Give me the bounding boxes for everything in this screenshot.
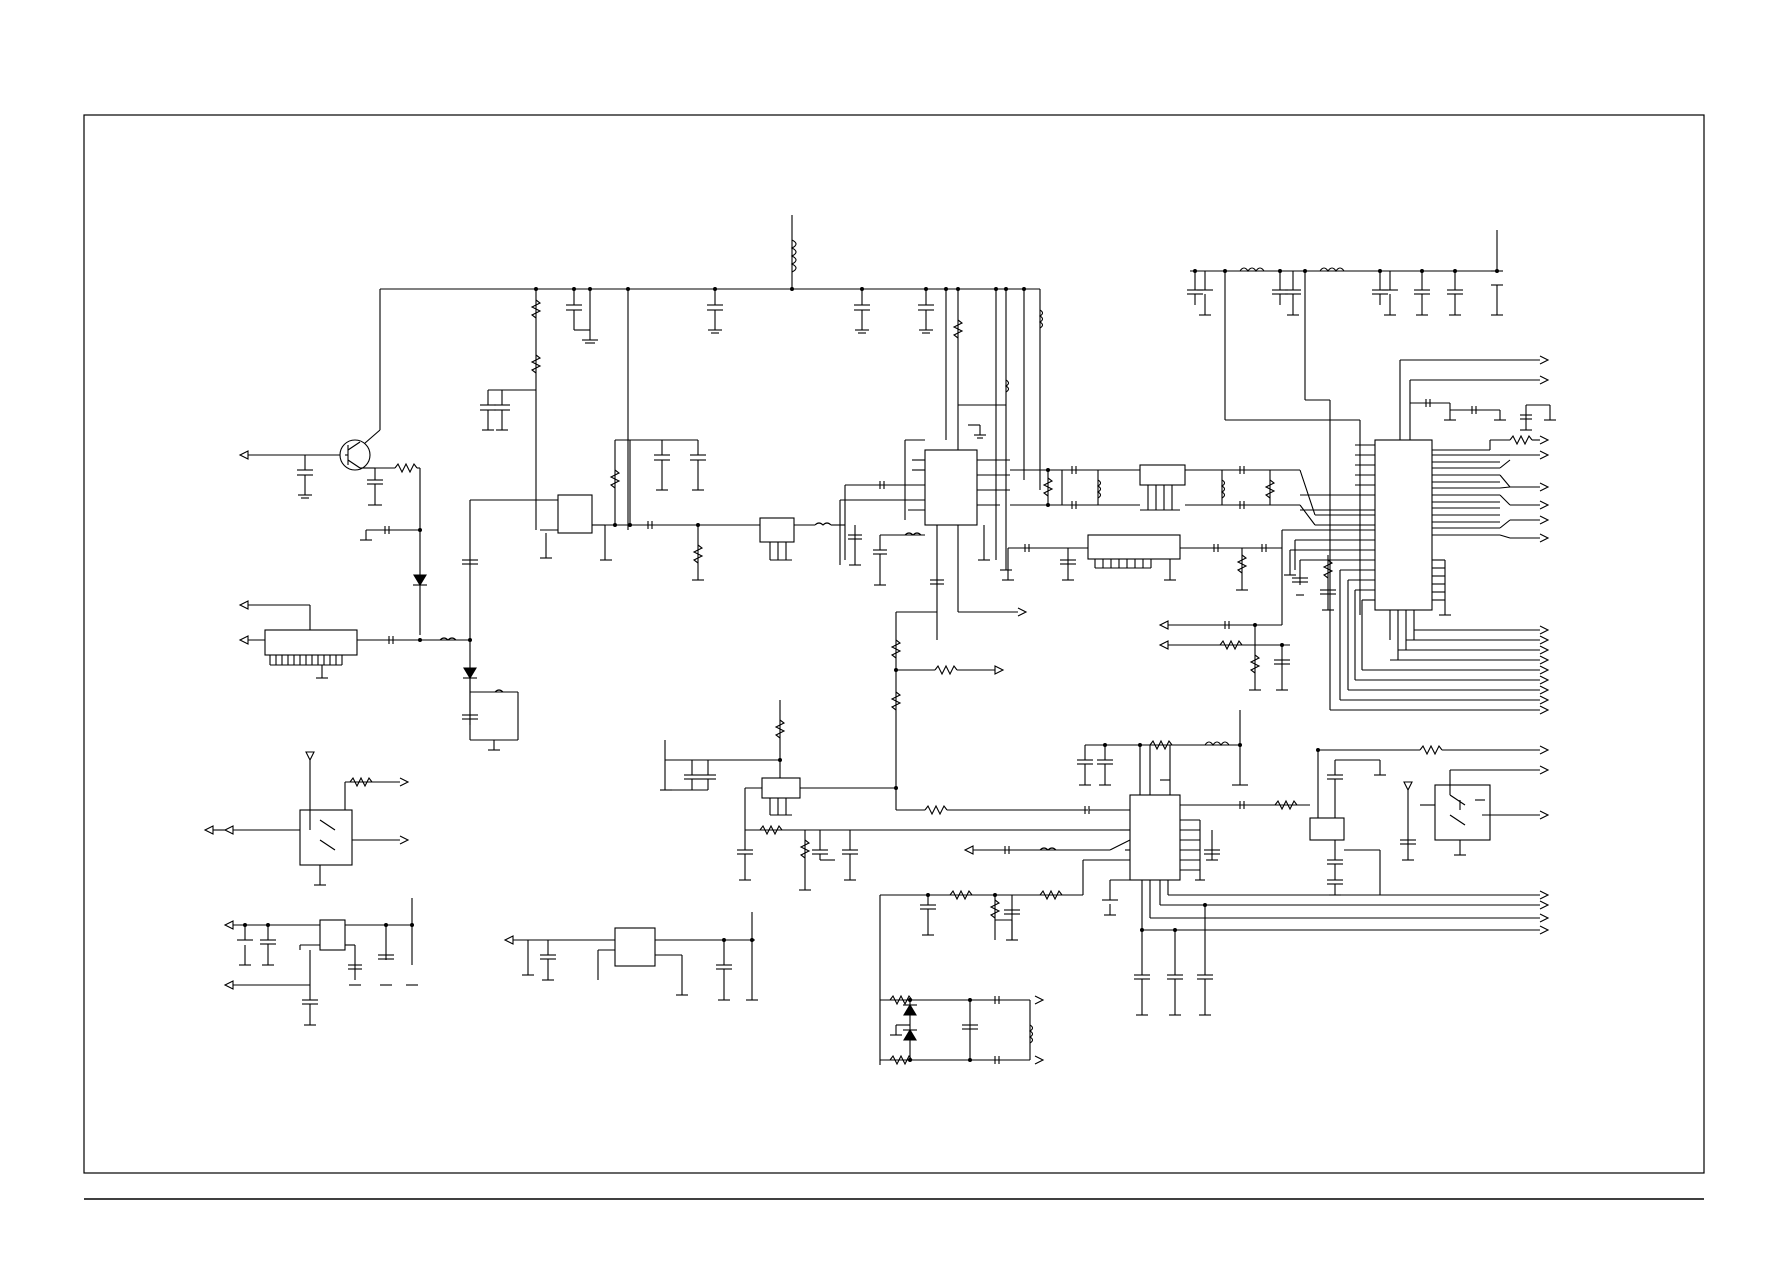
sheet-border — [83, 114, 1705, 1174]
baseband-ic-body — [1374, 439, 1433, 611]
rail-inductor — [790, 239, 797, 273]
lower-right-ic-body — [1129, 794, 1181, 881]
main-ic-center — [839, 439, 1028, 640]
pll-body — [1309, 817, 1345, 841]
pll-module — [1309, 744, 1550, 896]
junction-dots — [243, 269, 1499, 1062]
lower-right-ic — [879, 710, 1550, 1065]
lower-left-switch-module — [223, 751, 410, 886]
rf-filter-chain — [1002, 464, 1316, 591]
baseband-ic — [1158, 355, 1556, 715]
mixer-stage — [462, 389, 845, 751]
left-connector-block — [264, 629, 358, 656]
vco-block-group — [660, 700, 1120, 891]
lower-mid-regulator — [503, 912, 758, 1001]
left-feedback-line — [203, 825, 225, 835]
saw-filter-block — [1139, 464, 1186, 486]
top-right-rail — [1187, 230, 1503, 420]
mid-regulator-body — [614, 927, 656, 967]
discriminator-stage — [880, 994, 1045, 1066]
center-vertical-chain — [890, 611, 1130, 816]
if-connector-block — [1087, 534, 1181, 560]
filter-block — [759, 517, 795, 543]
main-ic-body — [924, 449, 978, 526]
output-switch-module — [1434, 784, 1491, 841]
lower-left-regulator — [223, 898, 418, 1026]
vco-body — [761, 777, 801, 799]
oscillator-block — [557, 494, 593, 534]
regulator-body — [319, 919, 346, 951]
input-transistor-stage — [238, 439, 470, 679]
